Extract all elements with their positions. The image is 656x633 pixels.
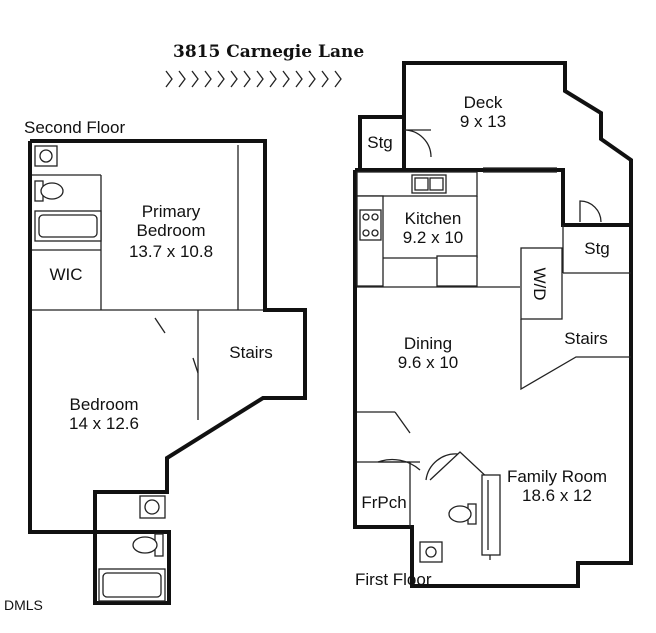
chevron-arrows-icon bbox=[165, 70, 342, 88]
kitchen-label: Kitchen bbox=[405, 209, 462, 228]
bathtub-icon bbox=[98, 568, 166, 602]
first-floor-walls bbox=[353, 61, 633, 588]
second-floor-walls bbox=[28, 139, 307, 605]
bathtub-icon bbox=[34, 210, 102, 242]
door-arc-icon bbox=[579, 200, 602, 223]
deck-dims: 9 x 13 bbox=[460, 112, 506, 131]
stg-left-label: Stg bbox=[367, 133, 393, 152]
toilet-icon bbox=[448, 503, 477, 525]
frpch-label: FrPch bbox=[361, 493, 406, 512]
wd-label: W/D bbox=[530, 267, 549, 300]
primary-bedroom-label: Primary bbox=[142, 202, 201, 221]
primary-bedroom-label-line2: Bedroom bbox=[137, 221, 206, 240]
door-arc-icon bbox=[377, 458, 421, 471]
second-floor-label: Second Floor bbox=[24, 118, 125, 137]
family-room-label: Family Room bbox=[507, 467, 607, 486]
primary-bedroom-dims: 13.7 x 10.8 bbox=[129, 242, 213, 261]
deck-label: Deck bbox=[464, 93, 503, 112]
wic-label: WIC bbox=[49, 265, 82, 284]
bedroom-label: Bedroom bbox=[70, 395, 139, 414]
mls-watermark: DMLS bbox=[4, 597, 43, 613]
sink-icon bbox=[419, 541, 443, 563]
first-floor-label: First Floor bbox=[355, 570, 432, 589]
kitchen-sink-icon bbox=[411, 174, 447, 194]
family-room-dims: 18.6 x 12 bbox=[522, 486, 592, 505]
sink-icon bbox=[34, 145, 58, 167]
kitchen-dims: 9.2 x 10 bbox=[403, 228, 464, 247]
dining-label: Dining bbox=[404, 334, 452, 353]
stairs-lower-label: Stairs bbox=[564, 329, 607, 348]
sink-icon bbox=[139, 495, 166, 519]
dining-dims: 9.6 x 10 bbox=[398, 353, 459, 372]
toilet-icon bbox=[34, 180, 64, 202]
door-arc-icon bbox=[403, 129, 432, 158]
toilet-icon bbox=[132, 533, 164, 557]
stove-icon bbox=[359, 209, 382, 241]
stg-right-label: Stg bbox=[584, 239, 610, 258]
property-title: 3815 Carnegie Lane bbox=[173, 42, 364, 62]
door-arc-icon bbox=[425, 453, 459, 481]
stairs-upper-label: Stairs bbox=[229, 343, 272, 362]
bedroom-dims: 14 x 12.6 bbox=[69, 414, 139, 433]
